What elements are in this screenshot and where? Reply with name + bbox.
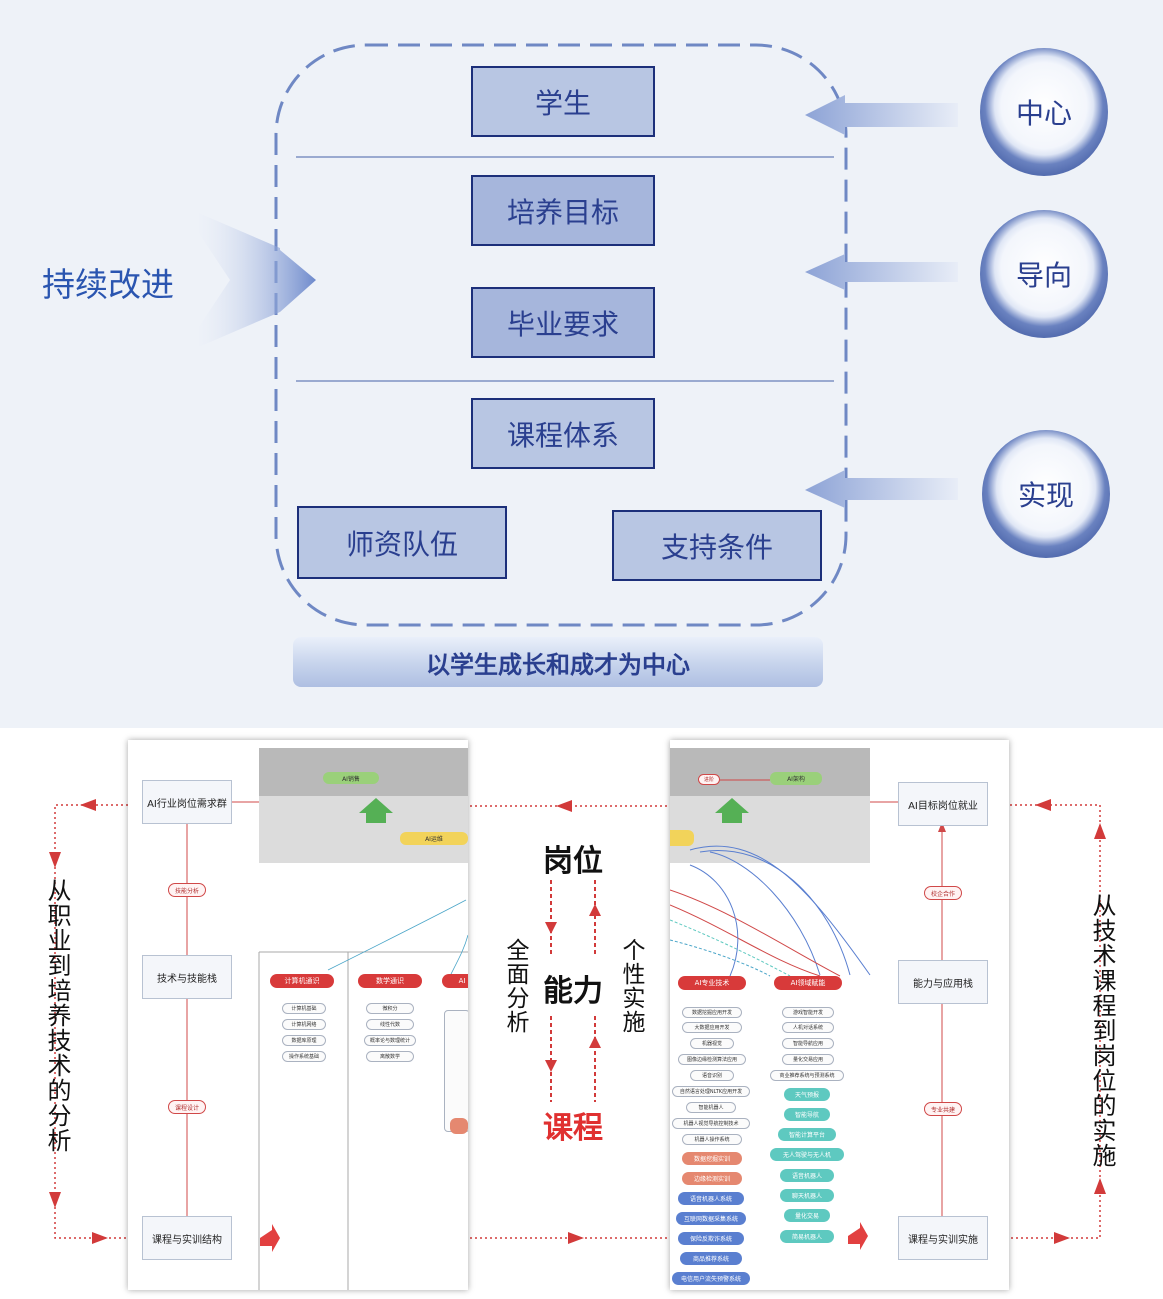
leafA-5: 语音识别 bbox=[690, 1070, 734, 1081]
leaf-math-3: 概率论与数理统计 bbox=[364, 1035, 416, 1046]
projB-1: 天气预报 bbox=[784, 1088, 830, 1101]
projA-7: 电信用户流失预警系统 bbox=[672, 1272, 750, 1285]
col-computer: 计算机通识 bbox=[270, 974, 334, 988]
leafB-5: 商业推荐系统与预测系统 bbox=[770, 1070, 844, 1081]
bottom-section: 从职业到培养技术的分析 从技术课程到岗位的实施 AI销售 AI运维 AI行业岗位… bbox=[0, 728, 1163, 1299]
leaf-math-2: 线性代数 bbox=[366, 1019, 414, 1030]
course-structure-node: 课程与实训结构 bbox=[142, 1216, 232, 1260]
advance-pill: 进阶 bbox=[698, 774, 720, 785]
box-faculty: 师资队伍 bbox=[297, 506, 507, 579]
circle-realize: 实现 bbox=[982, 430, 1110, 558]
leafA-9: 机器人操作系统 bbox=[682, 1134, 742, 1145]
leafB-4: 量化交易应用 bbox=[782, 1054, 834, 1065]
school-enterprise-pill: 校企合作 bbox=[924, 886, 962, 900]
right-panel-lines bbox=[670, 779, 946, 1250]
leaf-computer-3: 数据库原理 bbox=[282, 1035, 326, 1046]
ai-arch-pill: AI架构 bbox=[770, 772, 822, 785]
projA-6: 商品推荐系统 bbox=[680, 1252, 742, 1265]
center-right-side: 个性实施 bbox=[618, 938, 644, 1034]
projA-3: 语音机器人系统 bbox=[678, 1192, 744, 1205]
projB-7: 量化交易 bbox=[784, 1209, 830, 1222]
box-student: 学生 bbox=[471, 66, 655, 137]
center-job: 岗位 bbox=[543, 844, 603, 879]
box-requirement: 毕业要求 bbox=[471, 287, 655, 358]
leafA-6: 自然语言处理NLTK应用开发 bbox=[672, 1086, 750, 1097]
leafB-2: 人机对话系统 bbox=[782, 1022, 834, 1033]
right-panel: 进阶 AI架构 AI目标岗位就业 校企合作 能力与应用栈 专业共建 bbox=[670, 740, 1009, 1290]
col-ai: AI bbox=[442, 974, 468, 988]
specialty-pill: 专业共建 bbox=[924, 1102, 962, 1116]
center-banner: 以学生成长和成才为中心 bbox=[293, 637, 823, 687]
leafA-7: 智能机器人 bbox=[686, 1102, 736, 1113]
persist-improve-label: 持续改进 bbox=[42, 265, 174, 304]
skill-analysis-pill: 技能分析 bbox=[168, 883, 206, 897]
projB-5: 语音机器人 bbox=[780, 1169, 834, 1182]
tech-stack-node: 技术与技能栈 bbox=[142, 955, 232, 999]
col-math: 数学通识 bbox=[358, 974, 422, 988]
course-impl-node: 课程与实训实施 bbox=[898, 1216, 988, 1260]
projB-8: 简易机器人 bbox=[780, 1230, 834, 1243]
industry-demand-node: AI行业岗位需求群 bbox=[142, 780, 232, 824]
ability-stack-node: 能力与应用栈 bbox=[898, 960, 988, 1004]
box-curriculum: 课程体系 bbox=[471, 398, 655, 469]
leafA-1: 数据挖掘应用开发 bbox=[682, 1007, 742, 1018]
projB-4: 无人驾驶与无人机 bbox=[770, 1148, 844, 1161]
col-ai-domain: AI领域赋能 bbox=[774, 976, 842, 990]
ai-sales-pill: AI销售 bbox=[323, 772, 379, 784]
divider-2 bbox=[296, 380, 834, 382]
leafA-3: 机器视觉 bbox=[690, 1038, 734, 1049]
box-support: 支持条件 bbox=[612, 510, 822, 581]
top-section: 学生 培养目标 毕业要求 课程体系 师资队伍 支持条件 中心 导向 实现 持续改… bbox=[0, 0, 1163, 728]
leafA-2: 大数据应用开发 bbox=[682, 1022, 742, 1033]
center-left-side: 全面分析 bbox=[502, 938, 528, 1034]
divider-1 bbox=[296, 156, 834, 158]
projB-2: 智能导航 bbox=[784, 1108, 830, 1121]
leaf-math-1: 微积分 bbox=[366, 1003, 414, 1014]
leafB-3: 智能导航应用 bbox=[782, 1038, 834, 1049]
box-goal: 培养目标 bbox=[471, 175, 655, 246]
target-job-node: AI目标岗位就业 bbox=[898, 782, 988, 826]
projA-5: 保险反欺诈系统 bbox=[678, 1232, 744, 1245]
projB-6: 聊天机器人 bbox=[780, 1189, 834, 1202]
ai-ops-pill: AI运维 bbox=[400, 832, 468, 845]
left-panel: AI销售 AI运维 AI行业岗位需求群 技能分析 技术与技能栈 课程设计 课程与… bbox=[128, 740, 468, 1290]
outer-loop bbox=[49, 799, 1106, 1244]
circle-orient: 导向 bbox=[980, 210, 1108, 338]
projA-2: 边缘检测实训 bbox=[682, 1172, 742, 1185]
leafA-8: 机器人视觉导航控制技术 bbox=[672, 1118, 750, 1129]
center-course: 课程 bbox=[543, 1111, 603, 1146]
top-decor bbox=[180, 43, 958, 627]
projB-3: 智能计算平台 bbox=[778, 1128, 836, 1141]
leaf-computer-1: 计算机基础 bbox=[282, 1003, 326, 1014]
leaf-computer-4: 操作系统基础 bbox=[282, 1051, 326, 1062]
projA-1: 数据挖掘实训 bbox=[682, 1152, 742, 1165]
center-ability: 能力 bbox=[543, 974, 603, 1009]
course-design-pill: 课程设计 bbox=[168, 1100, 206, 1114]
projA-4: 互联网数据采集系统 bbox=[676, 1212, 746, 1225]
col-ai-tech: AI专业技术 bbox=[678, 976, 746, 990]
right-vertical-label: 从技术课程到岗位的实施 bbox=[1088, 893, 1116, 1168]
ai-col-clipped bbox=[444, 1010, 468, 1132]
center-arrows bbox=[545, 880, 601, 1102]
leaf-math-4: 离散数学 bbox=[366, 1051, 414, 1062]
left-vertical-label: 从职业到培养技术的分析 bbox=[43, 878, 71, 1153]
arrow-center bbox=[805, 95, 958, 135]
leafB-1: 游戏智能开发 bbox=[782, 1007, 834, 1018]
circle-center: 中心 bbox=[980, 48, 1108, 176]
leafA-4: 图像边缘检测算法应用 bbox=[678, 1054, 746, 1065]
leaf-computer-2: 计算机网络 bbox=[282, 1019, 326, 1030]
